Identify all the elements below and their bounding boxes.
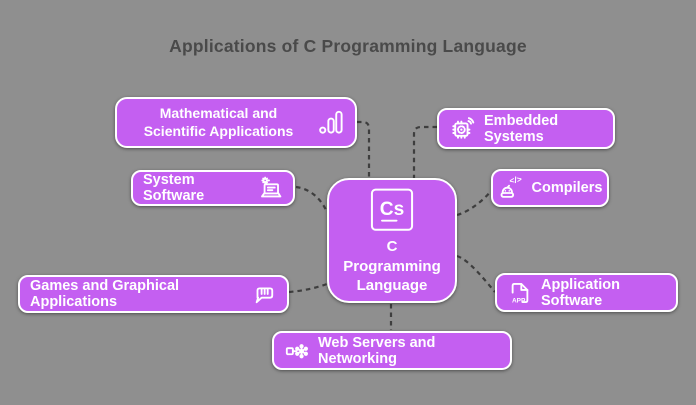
connector-games-to-center	[288, 282, 328, 294]
microchip-icon	[452, 117, 475, 139]
node-label: Compilers	[531, 180, 603, 196]
network-icon	[285, 343, 308, 358]
svg-text:Cs: Cs	[380, 199, 404, 220]
node-mathematical-scientific-applications: Mathematical and Scientific Applications	[115, 97, 357, 148]
center-node-c-programming-language: Cs C Programming Language	[327, 178, 457, 303]
node-embedded-systems: Embedded Systems	[437, 108, 615, 149]
connector-center-to-compilers	[456, 190, 492, 217]
bar-chart-icon	[319, 110, 343, 134]
node-label: System Software	[143, 172, 205, 204]
connector-mathematical-to-center	[357, 120, 371, 178]
node-label: Web Servers and Networking	[318, 334, 436, 367]
svg-text:APP: APP	[512, 297, 526, 304]
app-file-icon: APP	[511, 282, 529, 304]
connector-system-software-to-center	[295, 185, 328, 213]
node-label: Embedded Systems	[484, 112, 559, 145]
node-label: Application Software	[541, 276, 620, 309]
connector-center-to-application-software	[456, 254, 496, 293]
element-symbol-icon: Cs	[370, 188, 414, 231]
node-system-software: System Software	[131, 170, 295, 206]
node-application-software: APP Application Software	[495, 273, 678, 312]
node-web-servers-networking: Web Servers and Networking	[272, 331, 512, 370]
robot-code-icon: </>	[500, 175, 522, 198]
diagram-title: Applications of C Programming Language	[169, 36, 527, 56]
node-label: Mathematical and Scientific Applications	[143, 105, 294, 139]
node-label: Games and Graphical Applications	[30, 278, 180, 310]
center-node-label: C Programming Language	[343, 238, 441, 294]
node-games-graphical-applications: Games and Graphical Applications	[18, 275, 289, 313]
svg-text:</>: </>	[508, 175, 522, 186]
node-compilers: </> Compilers	[491, 169, 609, 207]
laptop-gear-icon	[261, 176, 282, 198]
fist-icon	[255, 287, 274, 304]
connector-embedded-to-center	[412, 125, 437, 178]
